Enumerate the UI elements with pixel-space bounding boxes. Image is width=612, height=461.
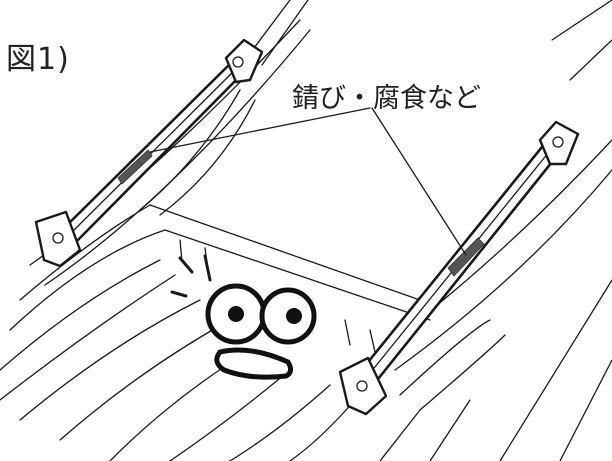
right-strut [338,120,580,416]
frame-tubes [29,0,612,461]
surprised-face [170,254,317,380]
left-upper-bolt [232,56,244,68]
left-lower-bolt [52,232,64,244]
figure-label: 図1) [6,42,70,77]
right-rust-spot [447,237,485,277]
right-lower-bracket [338,356,388,416]
shock-line [170,290,188,298]
right-upper-bracket [538,120,580,166]
callout-text: 錆び・腐食など [292,83,481,114]
right-upper-bolt [552,136,564,148]
shock-line [203,254,212,282]
face-pupil-left [228,306,244,322]
callout-leaders [149,107,467,256]
face-pupil-right [286,308,302,324]
left-upper-bracket [224,38,264,84]
face-mouth [214,347,294,380]
left-rust-spot [117,149,153,185]
right-lower-bolt [356,380,368,392]
left-lower-bracket [34,210,82,268]
shock-line [178,256,194,274]
